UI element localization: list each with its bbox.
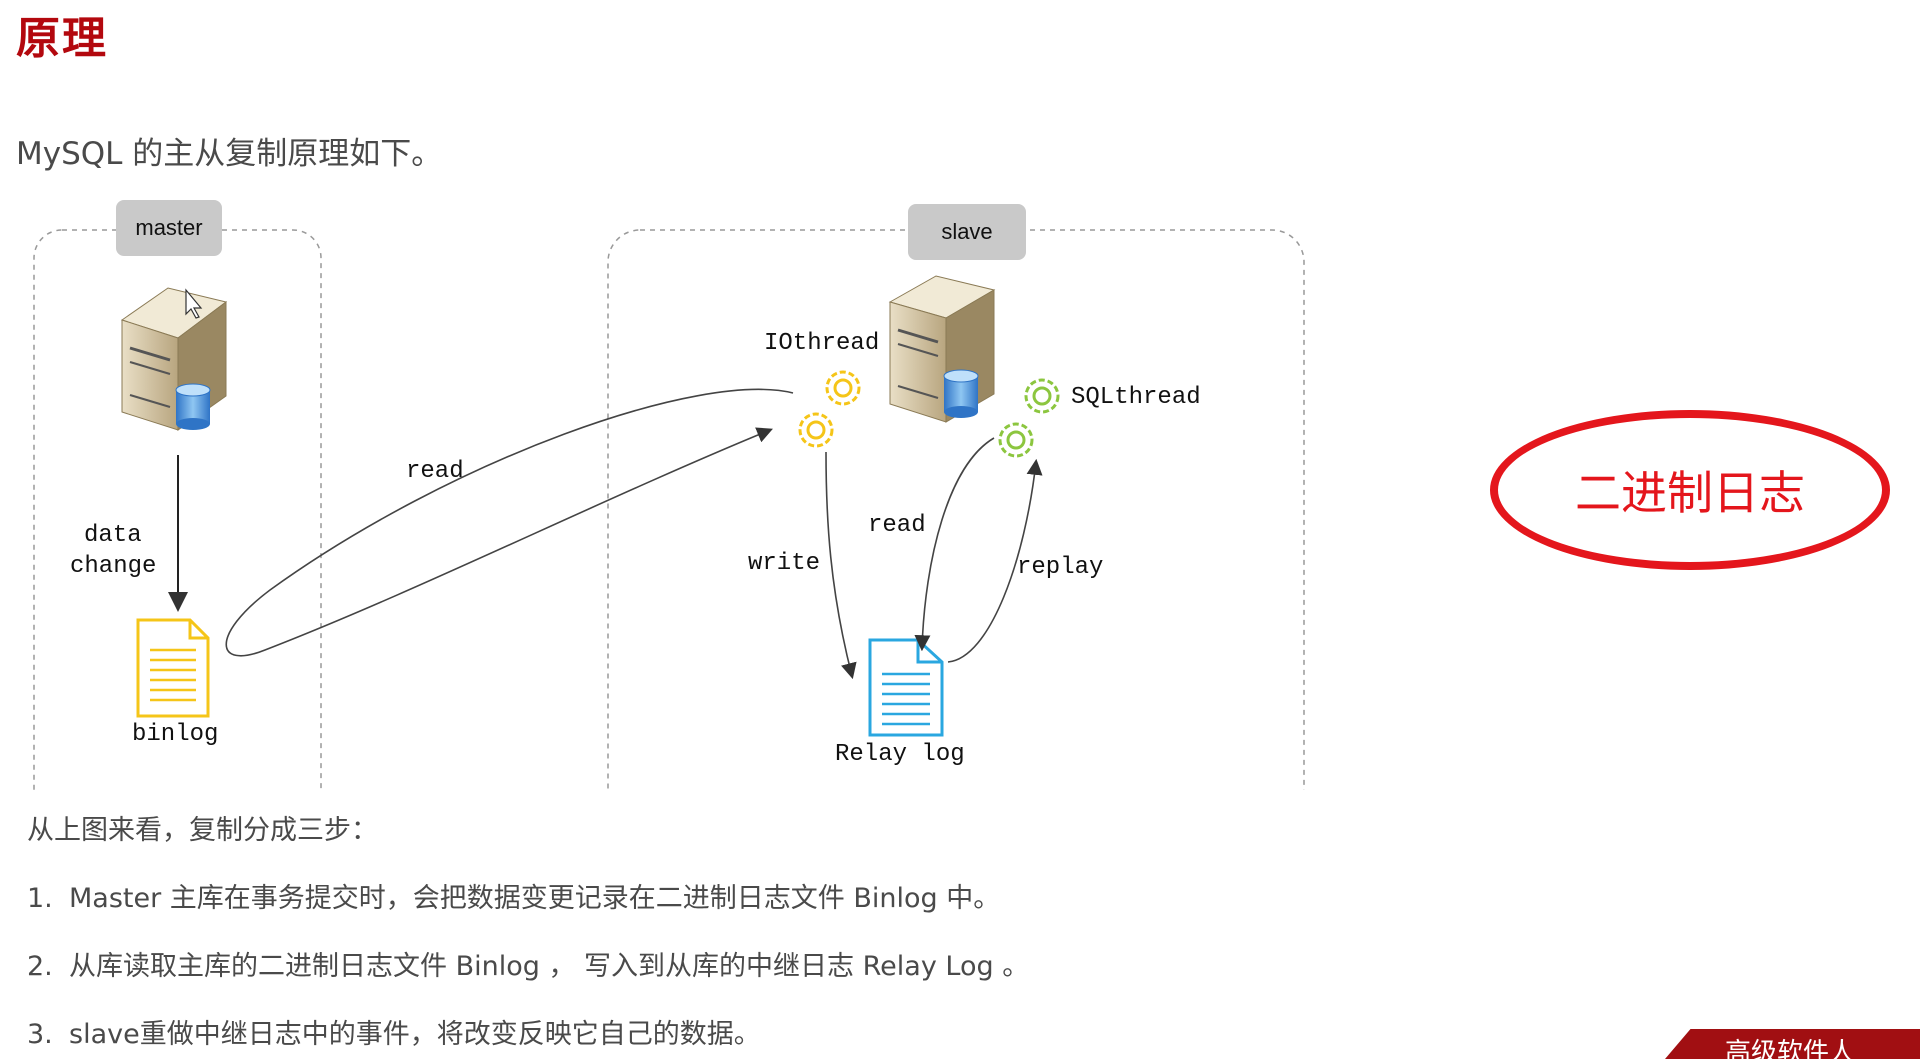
slave-container xyxy=(607,229,1305,790)
binlog-document-icon xyxy=(136,618,210,718)
replication-diagram: master slave data change binlog read IOt… xyxy=(0,190,1320,790)
binary-log-annotation: 二进制日志 xyxy=(1490,410,1890,570)
step-item: 3. slave重做中继日志中的事件，将改变反映它自己的数据。 xyxy=(27,1012,761,1051)
mouse-cursor-icon xyxy=(185,288,203,319)
write-label: write xyxy=(748,550,821,577)
iothread-gear-icon xyxy=(798,370,861,448)
step-number: 3. xyxy=(27,1019,53,1050)
read-label-slave: read xyxy=(868,512,926,539)
steps-intro: 从上图来看，复制分成三步： xyxy=(27,815,378,846)
read-relay-arrow xyxy=(914,437,995,652)
footer-badge: 高级软件人 xyxy=(1665,1029,1920,1059)
binlog-label: binlog xyxy=(132,721,219,748)
step-item: 1. Master 主库在事务提交时，会把数据变更记录在二进制日志文件 Binlo… xyxy=(27,876,1000,915)
step-text: 从库读取主库的二进制日志文件 Binlog ， 写入到从库的中继日志 Relay… xyxy=(69,951,1030,982)
read-label-master: read xyxy=(406,458,464,485)
master-tag: master xyxy=(116,200,222,256)
master-server-icon xyxy=(120,287,228,431)
diagram-canvas xyxy=(33,229,1305,790)
page-title: 原理 xyxy=(16,13,108,64)
step-item: 2. 从库读取主库的二进制日志文件 Binlog ， 写入到从库的中继日志 Rel… xyxy=(27,944,1029,983)
change-label: change xyxy=(70,553,157,580)
iothread-label: IOthread xyxy=(764,330,880,357)
replay-label: replay xyxy=(1017,554,1104,581)
step-text: Master 主库在事务提交时，会把数据变更记录在二进制日志文件 Binlog … xyxy=(69,883,1001,914)
slave-tag: slave xyxy=(908,204,1026,260)
read-binlog-arrow xyxy=(225,388,794,657)
relay-log-document-icon xyxy=(868,638,944,737)
replay-arrow xyxy=(947,458,1043,663)
data-label: data xyxy=(84,522,142,549)
sqlthread-gear-icon xyxy=(998,378,1060,458)
relay-log-label: Relay log xyxy=(835,741,965,768)
step-number: 1. xyxy=(27,883,53,914)
slave-server-icon xyxy=(888,275,996,423)
sqlthread-label: SQLthread xyxy=(1071,384,1201,411)
annotation-text: 二进制日志 xyxy=(1575,466,1805,520)
intro-text: MySQL 的主从复制原理如下。 xyxy=(16,136,443,172)
write-arrow xyxy=(825,451,857,680)
step-text: slave重做中继日志中的事件，将改变反映它自己的数据。 xyxy=(69,1019,761,1050)
master-container xyxy=(33,229,322,790)
step-number: 2. xyxy=(27,951,53,982)
